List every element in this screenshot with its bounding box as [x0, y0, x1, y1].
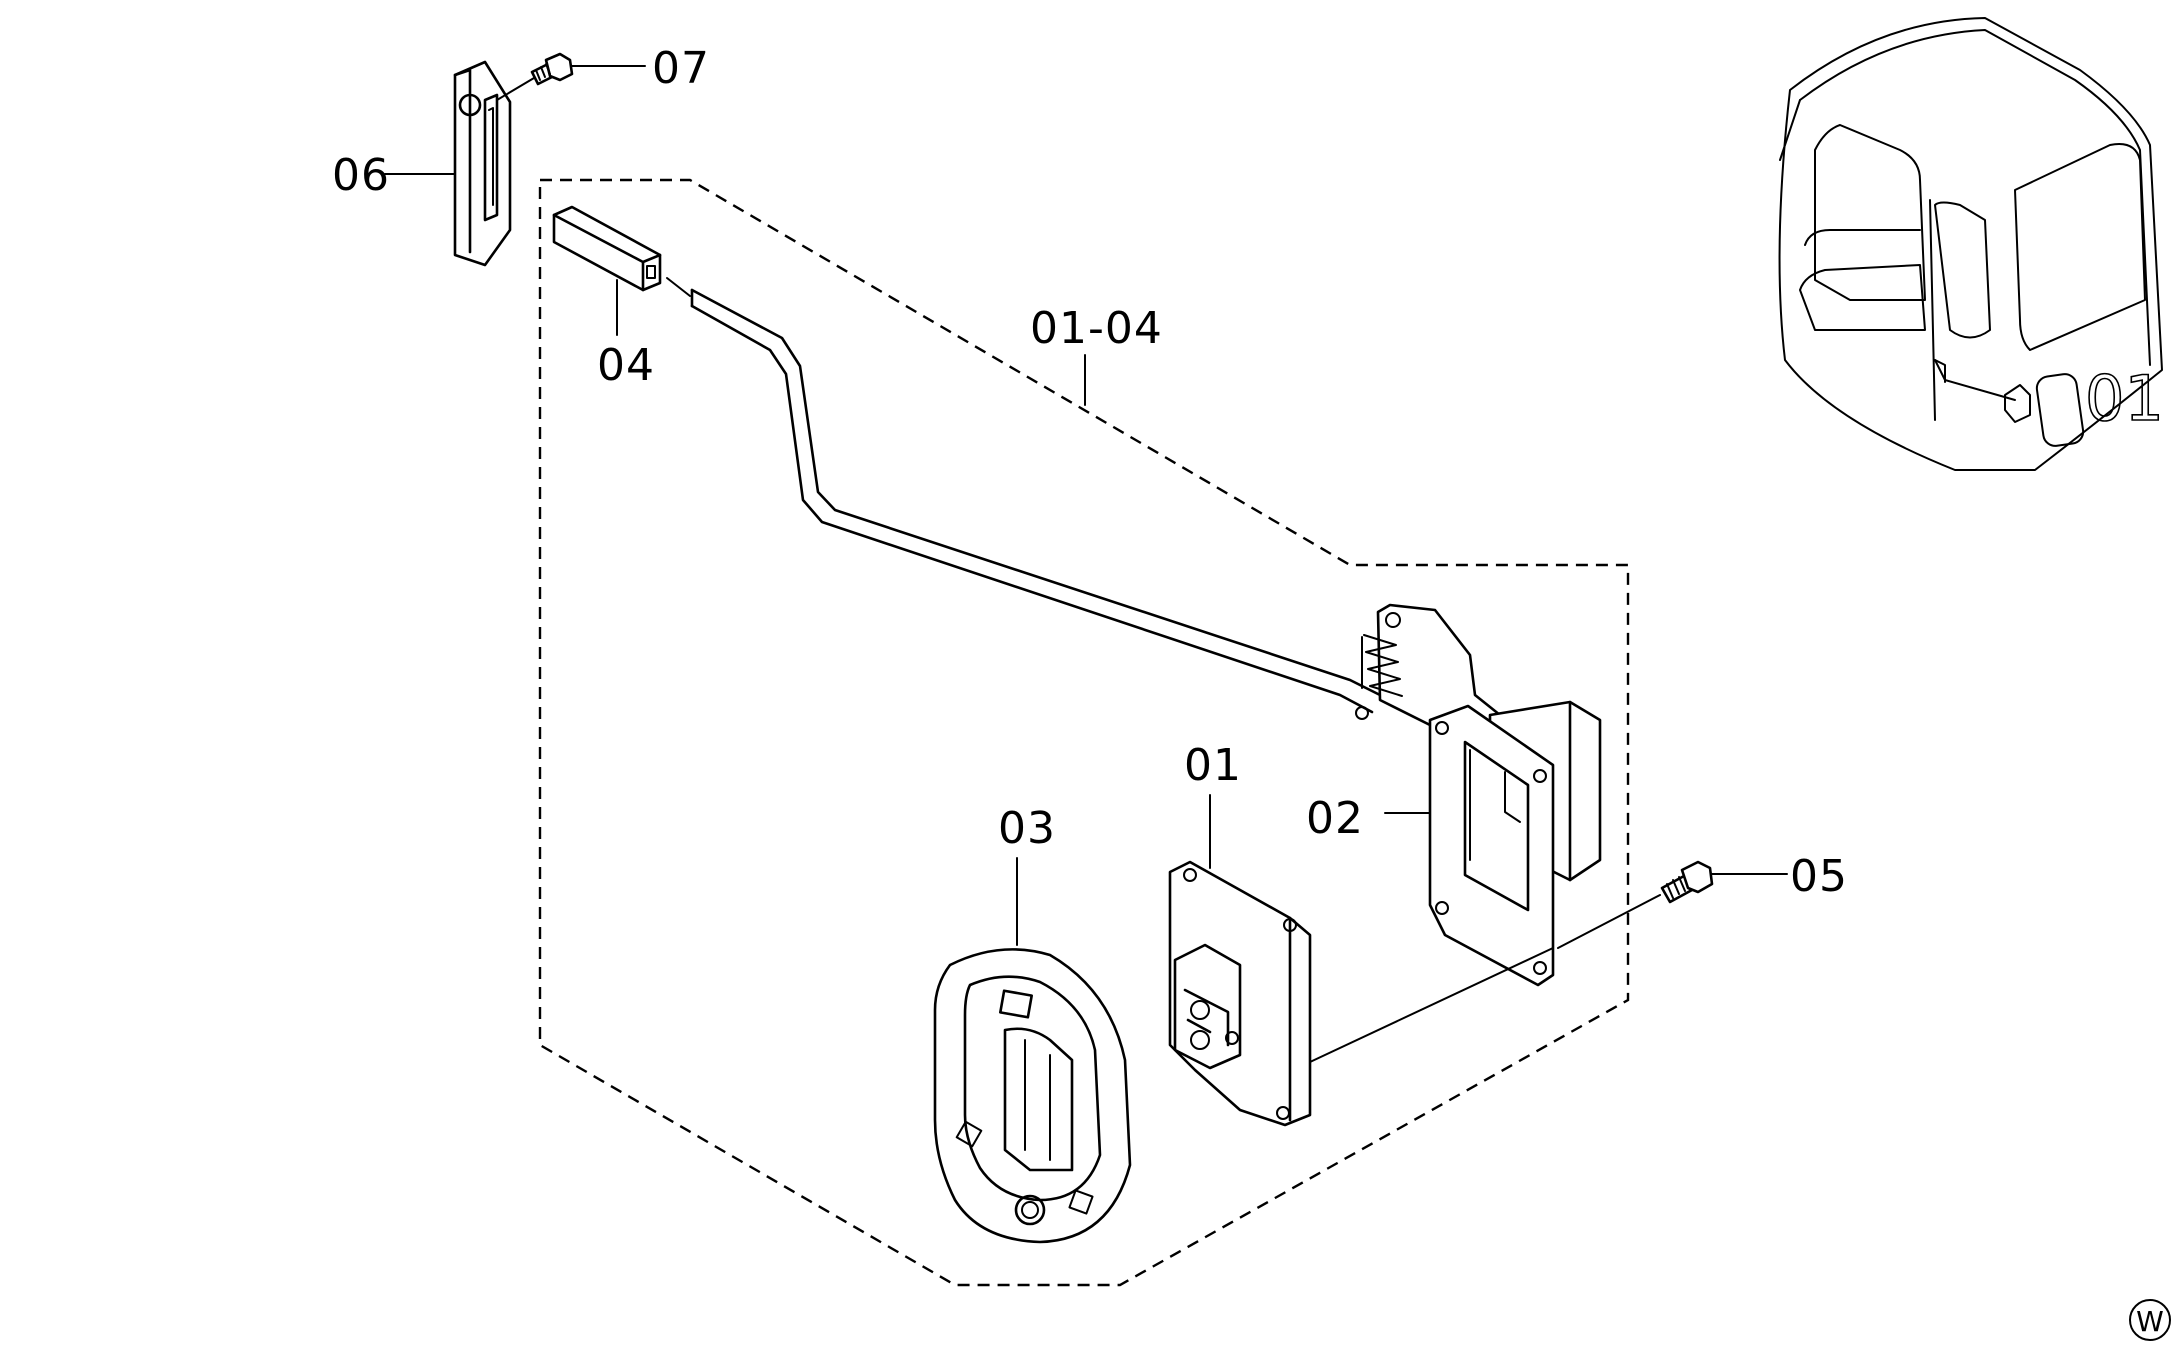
lever-rod: [666, 277, 1382, 714]
cab-inset: 01: [1778, 17, 2165, 471]
inset-marker-01: 01: [2085, 362, 2164, 435]
part-01-striker-plate: [1168, 860, 1312, 1127]
label-01: 01: [1184, 740, 1242, 791]
label-02: 02: [1306, 793, 1364, 844]
corner-mark-w: W: [2129, 1299, 2171, 1341]
label-07: 07: [652, 43, 710, 94]
spring: [1361, 634, 1403, 697]
label-03: 03: [998, 803, 1056, 854]
corner-mark-text: W: [2136, 1305, 2164, 1338]
guide-line-05: [1557, 894, 1661, 949]
part-06-plate: [453, 60, 512, 267]
label-04: 04: [597, 340, 655, 391]
assembly-boundary: [538, 178, 1630, 1287]
guide-line-01: [1309, 947, 1554, 1063]
part-02-latch-housing: [1355, 603, 1602, 987]
part-05-bolt: [1660, 860, 1714, 904]
label-01-04: 01-04: [1030, 303, 1163, 354]
part-07-bolt: [496, 52, 574, 101]
part-04-cap: [552, 205, 662, 292]
label-06: 06: [332, 150, 390, 201]
part-03-seal: [933, 948, 1132, 1244]
label-05: 05: [1790, 851, 1848, 902]
